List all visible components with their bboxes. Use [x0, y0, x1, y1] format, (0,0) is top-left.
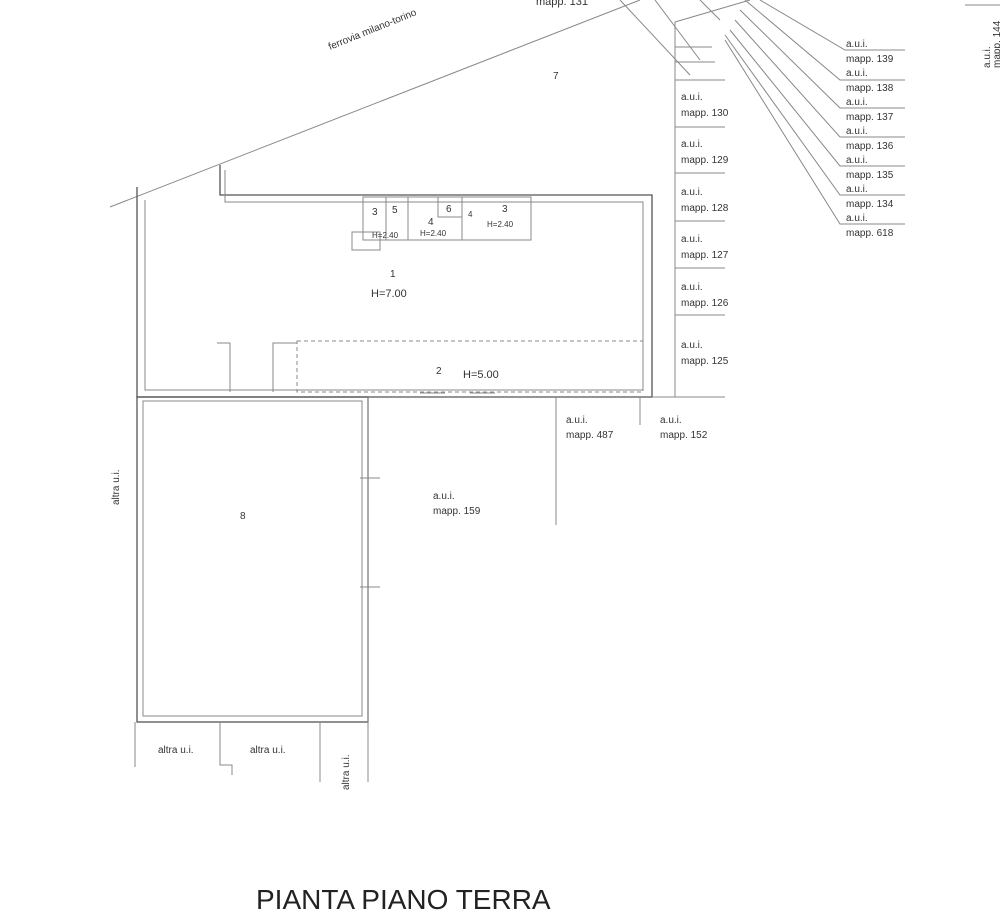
- svg-text:H=2.40: H=2.40: [372, 231, 399, 240]
- svg-text:mapp. 152: mapp. 152: [660, 430, 708, 441]
- svg-text:a.u.i.: a.u.i.: [433, 491, 455, 502]
- svg-text:8: 8: [240, 511, 246, 522]
- plan-title: PIANTA PIANO TERRA: [256, 884, 551, 910]
- svg-text:mapp. 144: mapp. 144: [992, 20, 1000, 68]
- svg-text:altra u.i.: altra u.i.: [341, 754, 352, 790]
- boundary-line: [674, 0, 751, 23]
- svg-text:altra u.i.: altra u.i.: [158, 745, 194, 756]
- boundary-line: [619, 0, 691, 76]
- right-column-labels: a.u.i. mapp. 139 a.u.i. mapp. 138 a.u.i. ma…: [846, 39, 894, 239]
- svg-text:mapp. 128: mapp. 128: [681, 203, 729, 214]
- svg-text:mapp. 138: mapp. 138: [846, 83, 894, 94]
- room-labels: 1 H=7.00 2 H=5.00 8 3 5 4 6 4 3 H=2.40 H…: [240, 204, 514, 522]
- svg-text:H=2.40: H=2.40: [487, 220, 514, 229]
- boundary-line: [654, 0, 701, 61]
- svg-text:3: 3: [502, 204, 508, 215]
- svg-text:a.u.i.: a.u.i.: [846, 184, 868, 195]
- label-mapp-131: mapp. 131: [536, 0, 588, 8]
- svg-text:mapp. 129: mapp. 129: [681, 155, 729, 166]
- svg-text:mapp. 136: mapp. 136: [846, 141, 894, 152]
- svg-text:a.u.i.: a.u.i.: [846, 39, 868, 50]
- svg-text:altra u.i.: altra u.i.: [111, 469, 122, 505]
- svg-text:a.u.i.: a.u.i.: [846, 155, 868, 166]
- svg-text:6: 6: [446, 204, 452, 215]
- main-building: [136, 165, 725, 398]
- svg-text:mapp. 487: mapp. 487: [566, 430, 614, 441]
- svg-text:mapp. 127: mapp. 127: [681, 250, 729, 261]
- svg-text:mapp. 134: mapp. 134: [846, 199, 894, 210]
- railway-label: ferrovia milano-torino: [327, 7, 419, 53]
- svg-text:a.u.i.: a.u.i.: [681, 234, 703, 245]
- svg-text:a.u.i.: a.u.i.: [660, 415, 682, 426]
- svg-text:mapp. 139: mapp. 139: [846, 54, 894, 65]
- svg-text:a.u.i.: a.u.i.: [846, 97, 868, 108]
- neighbour-labels: a.u.i. mapp. 487 a.u.i. mapp. 152 a.u.i. ma…: [111, 415, 708, 790]
- svg-text:a.u.i.: a.u.i.: [681, 282, 703, 293]
- neighbour-lines: [134, 397, 641, 782]
- svg-text:a.u.i.: a.u.i.: [681, 139, 703, 150]
- boundary-line: [699, 0, 721, 21]
- svg-text:a.u.i.: a.u.i.: [681, 187, 703, 198]
- svg-text:4: 4: [468, 210, 473, 219]
- svg-text:mapp. 130: mapp. 130: [681, 108, 729, 119]
- svg-text:3: 3: [372, 207, 378, 218]
- svg-text:H=5.00: H=5.00: [463, 369, 499, 381]
- svg-text:5: 5: [392, 205, 398, 216]
- svg-text:mapp. 159: mapp. 159: [433, 506, 481, 517]
- svg-text:a.u.i.: a.u.i.: [681, 340, 703, 351]
- svg-text:a.u.i.: a.u.i.: [846, 213, 868, 224]
- svg-text:mapp. 618: mapp. 618: [846, 228, 894, 239]
- svg-text:mapp. 125: mapp. 125: [681, 356, 729, 367]
- svg-text:a.u.i.: a.u.i.: [566, 415, 588, 426]
- fan-lines: [724, 0, 905, 225]
- svg-text:a.u.i.: a.u.i.: [846, 126, 868, 137]
- svg-text:1: 1: [390, 269, 396, 280]
- svg-text:altra u.i.: altra u.i.: [250, 745, 286, 756]
- svg-text:mapp. 126: mapp. 126: [681, 298, 729, 309]
- area-7-label: 7: [553, 71, 559, 82]
- far-right-label: a.u.i. mapp. 144: [982, 20, 1000, 68]
- svg-text:a.u.i.: a.u.i.: [681, 92, 703, 103]
- svg-text:mapp. 135: mapp. 135: [846, 170, 894, 181]
- svg-text:H=7.00: H=7.00: [371, 288, 407, 300]
- svg-text:2: 2: [436, 366, 442, 377]
- railway-line: [109, 0, 641, 208]
- strip-lots: [674, 22, 725, 397]
- room-8: [136, 392, 495, 723]
- strip-labels: a.u.i. mapp. 130 a.u.i. mapp. 129 a.u.i. ma…: [681, 92, 729, 367]
- svg-text:a.u.i.: a.u.i.: [846, 68, 868, 79]
- svg-text:4: 4: [428, 217, 434, 228]
- svg-text:H=2.40: H=2.40: [420, 229, 447, 238]
- svg-text:mapp. 137: mapp. 137: [846, 112, 894, 123]
- svg-text:a.u.i.: a.u.i.: [982, 46, 993, 68]
